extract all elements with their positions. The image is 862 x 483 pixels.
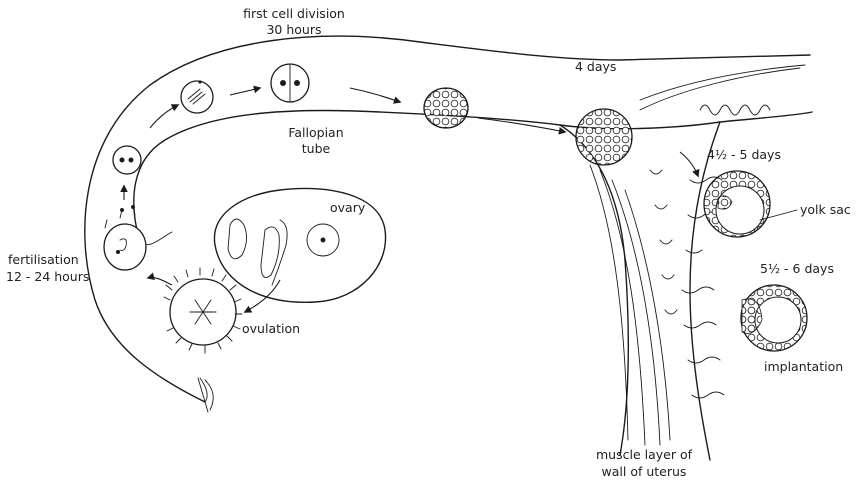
arrow-to-blastocyst [478, 118, 565, 132]
spindle-egg [181, 80, 213, 113]
label-4-days: 4 days [575, 59, 616, 74]
label-fertilisation: fertilisation [8, 252, 79, 267]
label-30-hours: 30 hours [266, 22, 321, 37]
label-muscle-layer: muscle layer of [596, 447, 693, 462]
zygote [113, 146, 141, 174]
blastocyst [704, 171, 770, 237]
implanting-blastocyst [741, 285, 807, 351]
two-cell-embryo [271, 64, 309, 102]
label-12-24-hours: 12 - 24 hours [6, 269, 89, 284]
arrow-to-morula [350, 88, 400, 102]
fertilised-egg [104, 224, 146, 270]
label-4-5-days: 4½ - 5 days [707, 147, 781, 162]
uterus-inner-lining [690, 122, 720, 460]
arrow-to-two-cell [230, 88, 260, 95]
label-implantation: implantation [764, 359, 843, 374]
label-ovulation: ovulation [242, 321, 300, 336]
label-fallopian: Fallopian [288, 125, 343, 140]
arrow-to-hatched-blastocyst [680, 152, 698, 176]
label-tube: tube [302, 141, 331, 156]
arrow-to-spindle [150, 105, 178, 128]
ovary-follicles [228, 219, 339, 285]
label-wall-of-uterus: wall of uterus [602, 464, 687, 479]
ovulated-egg [164, 268, 242, 353]
morula [424, 88, 468, 128]
early-blastocyst [576, 109, 632, 165]
label-yolk-sac: yolk sac [800, 202, 851, 217]
label-first-cell-division: first cell division [243, 6, 345, 21]
arrow-to-fertilisation [148, 277, 172, 285]
label-ovary: ovary [330, 200, 366, 215]
label-5-6-days: 5½ - 6 days [760, 261, 834, 276]
